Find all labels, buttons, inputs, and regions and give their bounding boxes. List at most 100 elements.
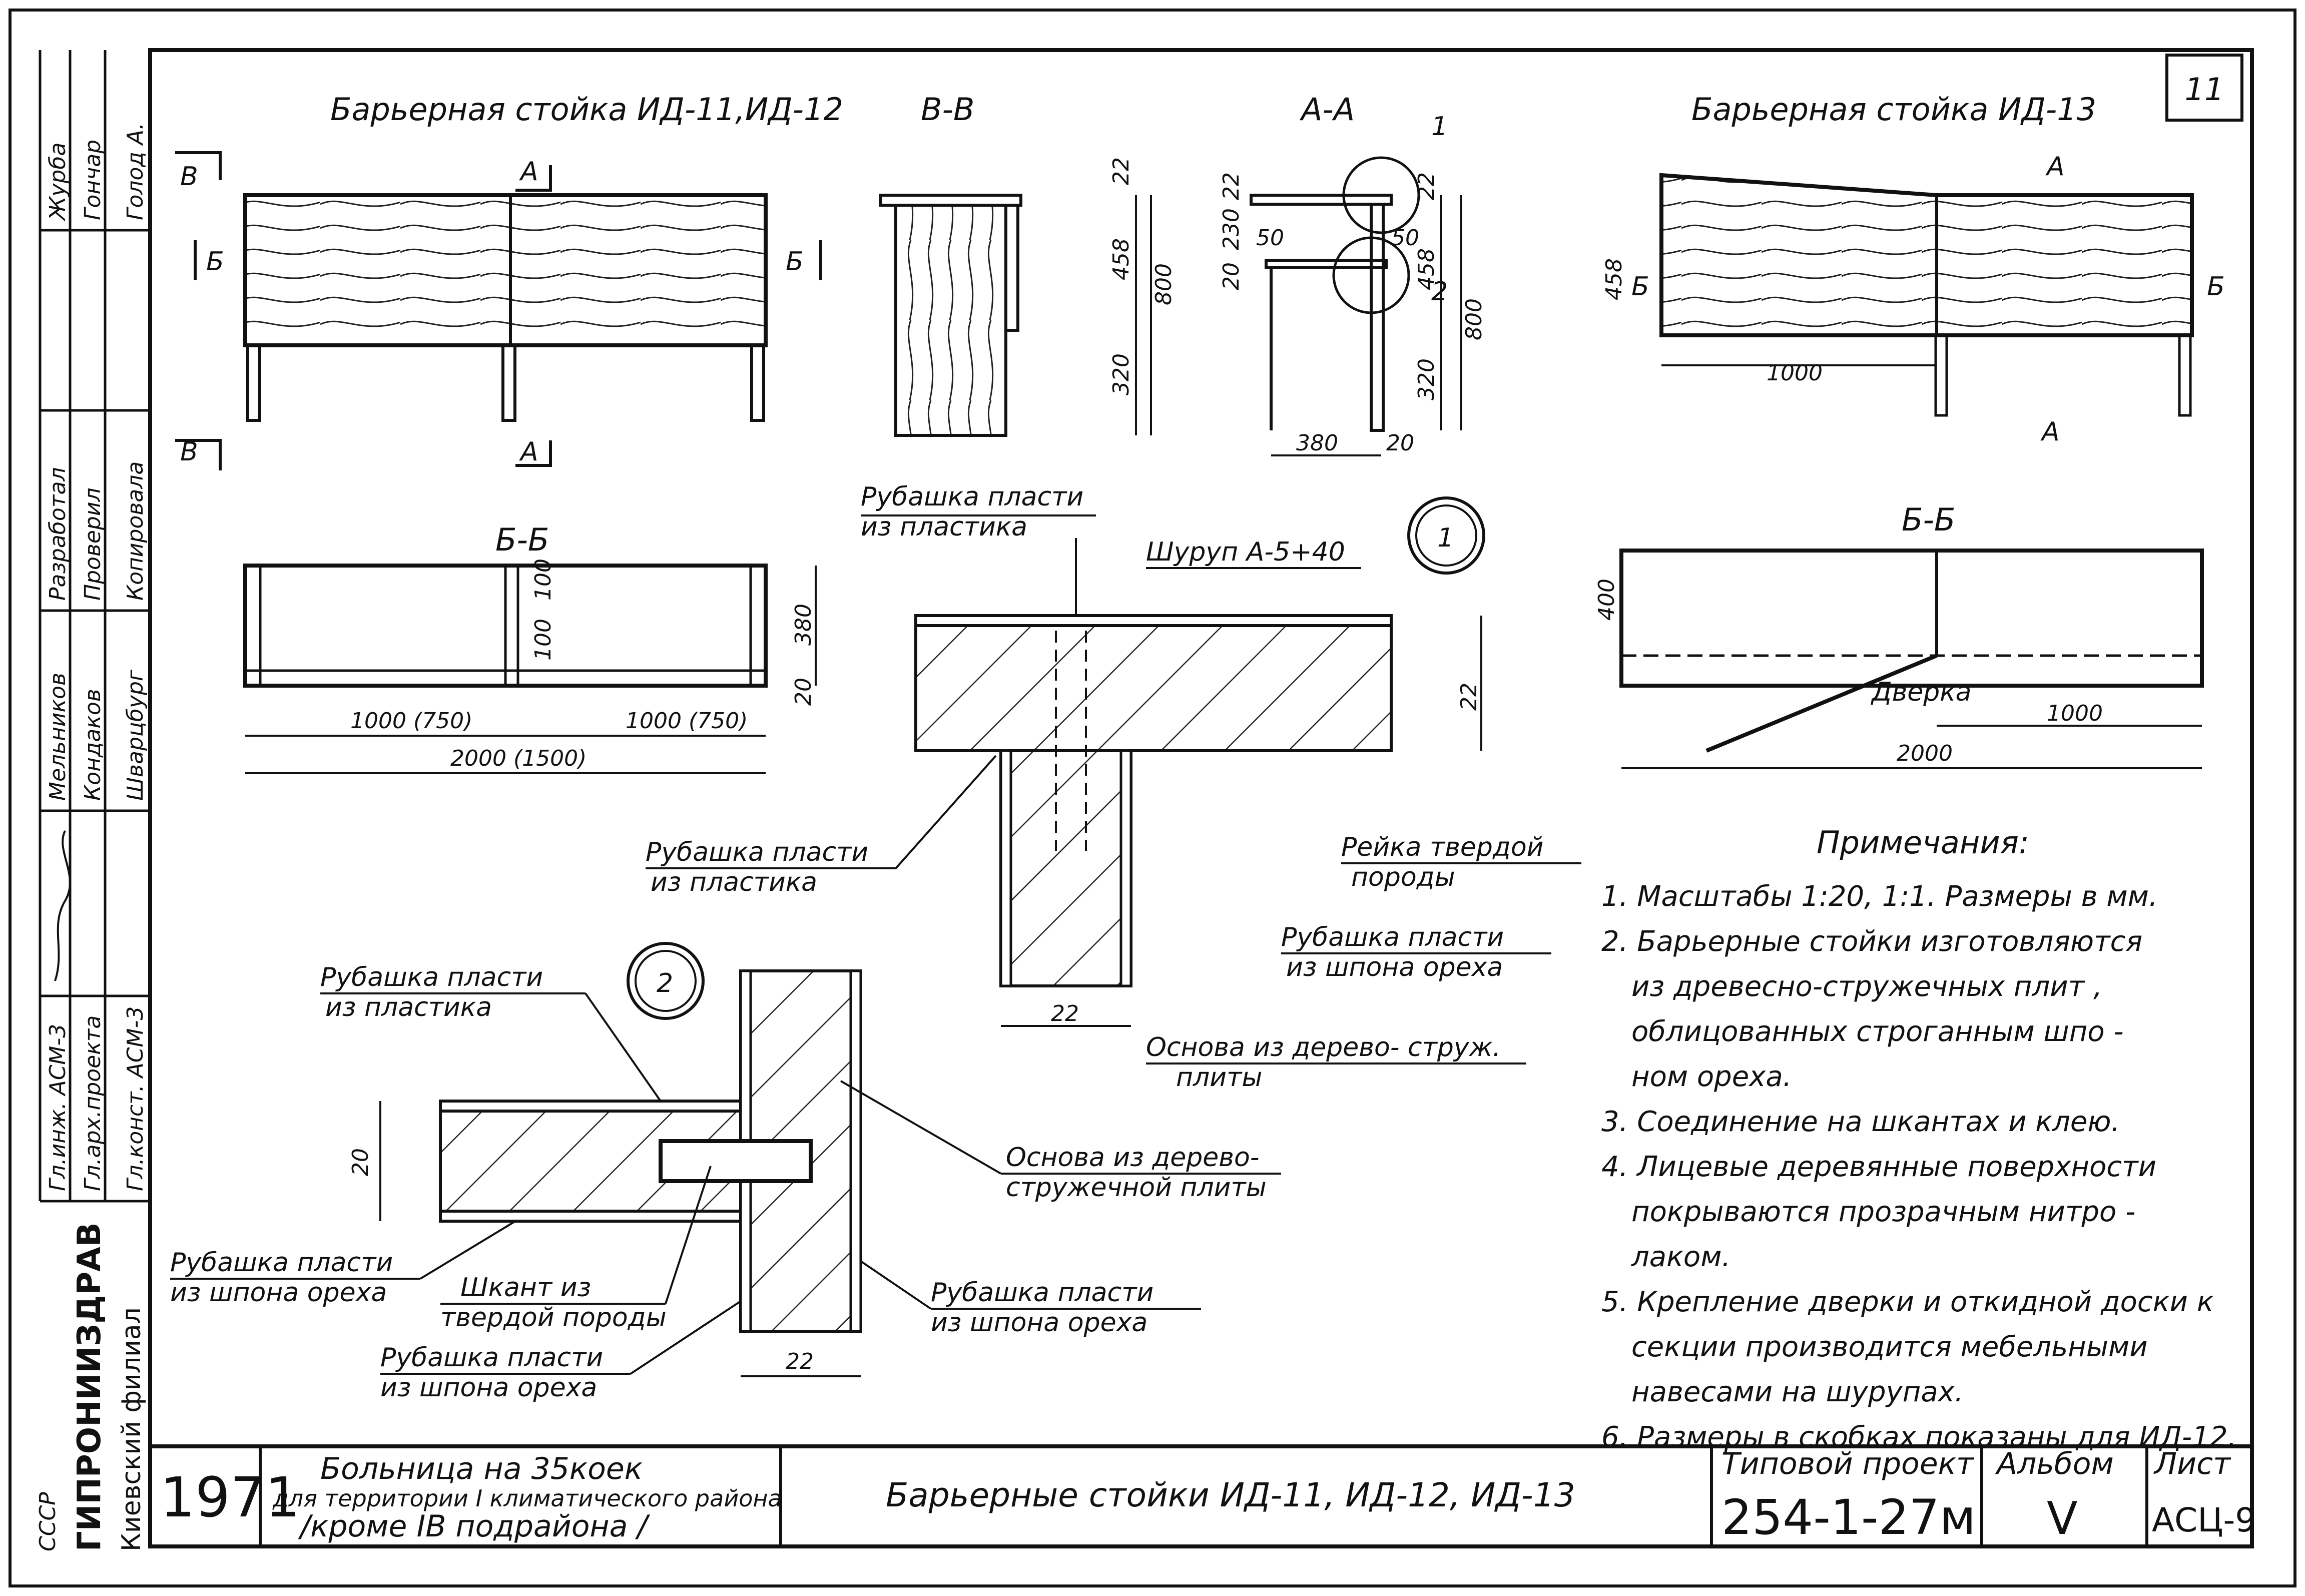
mark-a-id13-top: А <box>2045 152 2065 182</box>
mark-b-id13-left: Б <box>1631 272 1649 302</box>
section-aa: А-А 1 2 380 20 22 230 20 50 50 22 458 32… <box>1219 91 1487 456</box>
label-hardwood-rail-a: Рейка твердой <box>1341 832 1543 862</box>
title-section-bb-left: Б-Б <box>495 521 549 558</box>
label-base-1a: Основа из дерево- струж. <box>1146 1032 1501 1062</box>
stamp-role-4: Разработал <box>45 467 71 601</box>
notes-block: Примечания: 1. Масштабы 1:20, 1:1. Разме… <box>1601 824 2236 1453</box>
dim-bbr-1000: 1000 <box>2047 701 2103 726</box>
label-walnut-cover-3b: из шпона ореха <box>380 1373 597 1403</box>
title-stand-id13: Барьерная стойка ИД-13 <box>1691 91 2096 128</box>
mark-a-top: А <box>519 157 538 187</box>
notes-heading: Примечания: <box>1817 824 2029 861</box>
title-object-1: Больница на 35коек <box>320 1451 643 1486</box>
label-base-2a: Основа из дерево- <box>1006 1143 1260 1173</box>
stamp-name-5: Гончар <box>80 140 106 220</box>
stand-id13-elevation: Барьерная стойка ИД-13 1000 458 Б Б А А <box>1601 91 2225 447</box>
mark-b-id13-right: Б <box>2207 272 2225 302</box>
mark-a-id13-bottom: А <box>2040 417 2060 447</box>
title-album-value: V <box>2047 1492 2078 1545</box>
title-object-2: для территории I климатического района <box>272 1485 782 1512</box>
dim-bb-1000-750-a: 1000 (750) <box>350 708 472 734</box>
title-object-3: /кроме IВ подрайона / <box>298 1509 650 1544</box>
stand-id11-elevation: Барьерная стойка ИД-11,ИД-12 В В А А Б Б <box>175 91 843 470</box>
label-plastic-cover-3a: Рубашка пласти <box>320 962 543 992</box>
label-plastic-cover-2a: Рубашка пласти <box>646 837 868 867</box>
note-line-4: облицованных строганным шпо - <box>1631 1015 2124 1048</box>
label-plastic-cover-1a: Рубашка пласти <box>861 482 1083 512</box>
dim-aa-22: 22 <box>1219 172 1244 200</box>
mark-a-bottom: А <box>519 437 538 467</box>
label-walnut-cover-1b: из шпона ореха <box>1286 952 1503 982</box>
title-section-vv: В-В <box>921 91 974 128</box>
label-walnut-cover-2a: Рубашка пласти <box>170 1248 393 1278</box>
note-line-5: ном ореха. <box>1631 1060 1792 1093</box>
section-bb-left: Б-Б 100 100 380 20 1000 (750) 1000 (750)… <box>243 521 817 774</box>
label-door: Дверка <box>1871 677 1972 707</box>
note-line-10: 5. Крепление дверки и откидной доски к <box>1601 1286 2214 1318</box>
stamp-country: СССР <box>35 1492 61 1551</box>
stamp-role-2: Гл.арх.проекта <box>80 1015 106 1191</box>
dim-aa-20: 20 <box>1386 430 1414 456</box>
dim-vv-320: 320 <box>1108 353 1134 395</box>
label-walnut-cover-3a: Рубашка пласти <box>380 1343 603 1373</box>
dim-aa-800: 800 <box>1461 298 1487 340</box>
dim-bb-1000-750-b: 1000 (750) <box>626 708 748 734</box>
title-project-number: 254-1-27м <box>1721 1489 1976 1545</box>
dim-bb-100b: 100 <box>530 619 556 661</box>
stamp-org-name: ГИПРОНИИЗДРАВ <box>71 1222 108 1551</box>
stamp-signature <box>54 830 71 981</box>
dim-bb-380: 380 <box>791 604 816 646</box>
note-line-3: из древесно-стружечных плит , <box>1631 970 2102 1003</box>
sheet-number-box: 11 <box>2165 54 2243 122</box>
dim-bbr-400: 400 <box>1594 579 1619 621</box>
dim-d1-22-bottom: 22 <box>1051 1001 1079 1026</box>
stamp-role-5: Проверил <box>80 487 106 601</box>
outer-border <box>9 9 2296 1587</box>
mark-b-left: Б <box>206 247 224 277</box>
aa-callout-2: 2 <box>1431 277 1448 307</box>
dim-d1-22: 22 <box>1456 683 1482 711</box>
dim-aa-22b: 22 <box>1414 172 1439 200</box>
stamp-role-1: Гл.инж. АСМ-3 <box>45 1024 71 1191</box>
dim-aa-320: 320 <box>1414 358 1439 400</box>
label-walnut-cover-4b: из шпона ореха <box>931 1308 1147 1338</box>
mark-b-right: Б <box>786 247 804 277</box>
label-plastic-cover-2b: из пластика <box>651 867 817 897</box>
dim-vv-458: 458 <box>1108 238 1134 280</box>
note-line-2: 2. Барьерные стойки изготовляются <box>1601 925 2142 958</box>
label-walnut-cover-2b: из шпона ореха <box>170 1278 387 1308</box>
label-dowel-a: Шкант из <box>460 1273 591 1303</box>
dim-bb-100a: 100 <box>530 559 556 601</box>
label-walnut-cover-4a: Рубашка пласти <box>931 1278 1154 1308</box>
detail-2: 2 20 22 Рубашка пласти из пластика Основ… <box>170 942 1281 1403</box>
dim-id13-458: 458 <box>1601 258 1627 300</box>
title-sheet-value: АСЦ-9 <box>2152 1501 2256 1539</box>
dim-d2-22: 22 <box>786 1349 814 1374</box>
title-stand-id11-12: Барьерная стойка ИД-11,ИД-12 <box>330 91 843 128</box>
dim-aa-50b: 50 <box>1391 225 1419 251</box>
section-bb-right: Б-Б Дверка 400 1000 2000 <box>1594 501 2204 769</box>
label-walnut-cover-1a: Рубашка пласти <box>1281 922 1504 952</box>
dim-id13-1000: 1000 <box>1767 360 1823 386</box>
stamp-name-4: Журба <box>45 143 71 222</box>
label-plastic-cover-3b: из пластика <box>325 992 492 1022</box>
stamp-name-2: Кондаков <box>80 689 106 801</box>
title-block: 1971 Больница на 35коек для территории I… <box>150 1444 2256 1546</box>
label-base-1b: плиты <box>1176 1062 1262 1093</box>
dim-aa-458: 458 <box>1414 248 1439 290</box>
dim-aa-230: 230 <box>1219 208 1244 250</box>
dim-aa-20b: 20 <box>1219 262 1244 290</box>
note-line-11: секции производится мебельными <box>1631 1331 2148 1363</box>
label-dowel-b: твердой породы <box>440 1303 667 1333</box>
dim-bb-2000-1500: 2000 (1500) <box>450 746 587 771</box>
dim-aa-380: 380 <box>1296 430 1338 456</box>
note-line-1: 1. Масштабы 1:20, 1:1. Размеры в мм. <box>1601 880 2158 913</box>
sheet-number: 11 <box>2185 71 2224 108</box>
dim-vv-800: 800 <box>1151 263 1177 305</box>
stamp-name-1: Мельников <box>45 673 71 801</box>
title-drawing: Барьерные стойки ИД-11, ИД-12, ИД-13 <box>886 1476 1575 1514</box>
label-hardwood-rail-b: породы <box>1351 862 1455 892</box>
title-album-label: Альбом <box>1995 1446 2114 1481</box>
side-stamp: Гл.инж. АСМ-3 Гл.арх.проекта Гл.конст. А… <box>35 50 152 1551</box>
